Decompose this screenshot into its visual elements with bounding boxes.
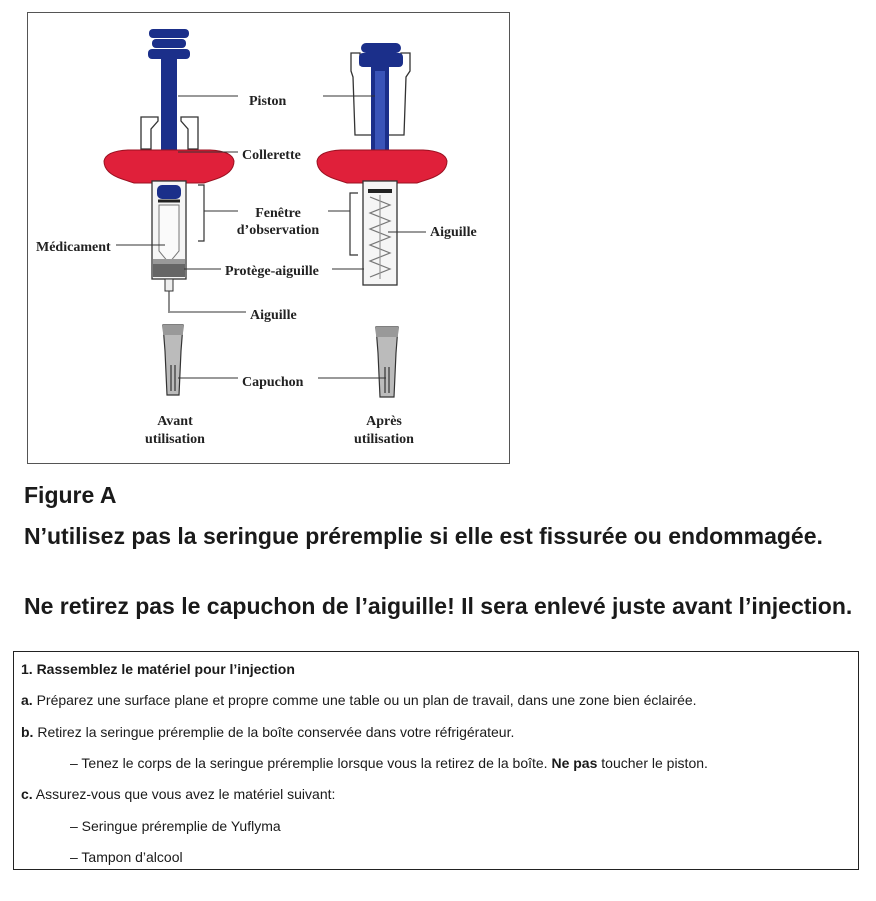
syringe-diagram: Piston Collerette Fenêtre d’observation … (36, 29, 477, 447)
syringe-before-use (103, 29, 235, 396)
step-b-text: Retirez la seringue préremplie de la boî… (33, 724, 515, 740)
step-b-prefix: b. (21, 724, 34, 740)
step-a: a. Préparez une surface plane et propre … (21, 692, 697, 708)
plunger-rod (161, 57, 177, 167)
step-c: c. Assurez-vous que vous avez le matérie… (21, 786, 335, 802)
label-capuchon: Capuchon (242, 375, 304, 390)
step-c-prefix: c. (21, 786, 33, 802)
needle-cap-icon (162, 324, 184, 396)
step-b: b. Retirez la seringue préremplie de la … (21, 724, 514, 740)
step-b-sub-bold: Ne pas (551, 755, 598, 771)
syringe-after-use (316, 43, 448, 398)
plunger-head-icon (149, 29, 189, 38)
warning-damaged-syringe: N’utilisez pas la seringue préremplie si… (24, 523, 823, 549)
label-piston: Piston (249, 94, 287, 109)
step-a-prefix: a. (21, 692, 33, 708)
label-apres-1: Après (366, 414, 402, 429)
label-protege-aiguille: Protège-aiguille (225, 264, 319, 279)
figure-caption: Figure A (24, 482, 117, 508)
step-b-sub-pre: – Tenez le corps de la seringue prérempl… (70, 755, 552, 771)
label-fenetre-2: d’observation (237, 223, 320, 238)
label-fenetre-1: Fenêtre (255, 206, 301, 221)
label-aiguille-right: Aiguille (430, 225, 477, 240)
supply-item: – Seringue préremplie de Yuflyma (70, 818, 281, 834)
warning-keep-cap: Ne retirez pas le capuchon de l’aiguille… (24, 593, 853, 619)
step-a-text: Préparez une surface plane et propre com… (32, 692, 697, 708)
label-avant-2: utilisation (145, 432, 205, 447)
leader-lines (116, 95, 426, 379)
flange-icon (103, 149, 235, 184)
supply-item: – Tampon d’alcool (70, 849, 183, 865)
label-medicament: Médicament (36, 240, 111, 255)
instructions-heading: 1. Rassemblez le matériel pour l’injecti… (21, 661, 295, 677)
figure-frame: Piston Collerette Fenêtre d’observation … (27, 12, 510, 464)
label-apres-2: utilisation (354, 432, 414, 447)
instructions-box: 1. Rassemblez le matériel pour l’injecti… (13, 651, 859, 870)
step-b-sub: – Tenez le corps de la seringue prérempl… (70, 755, 708, 771)
label-avant-1: Avant (157, 414, 193, 429)
label-aiguille-center: Aiguille (250, 308, 297, 323)
step-c-text: Assurez-vous que vous avez le matériel s… (32, 786, 336, 802)
label-collerette: Collerette (242, 148, 301, 163)
step-b-sub-post: toucher le piston. (597, 755, 708, 771)
